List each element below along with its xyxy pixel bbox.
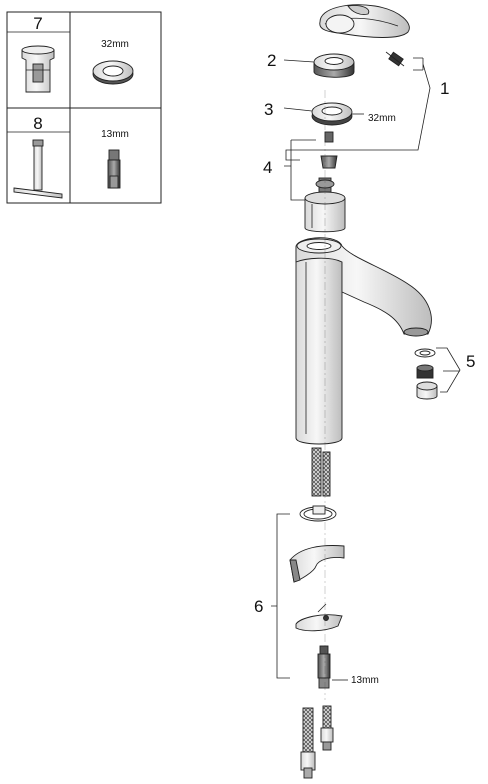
stud-dimension: 13mm (351, 675, 379, 686)
nut-ring-icon (92, 60, 134, 85)
hex-stud-icon (107, 149, 121, 189)
support-half-washer (289, 545, 345, 583)
callout-3: 3 (264, 100, 273, 119)
socket-tool-icon (21, 45, 55, 93)
flexible-hoses (300, 705, 334, 779)
faucet-body (295, 237, 432, 445)
supply-hoses (311, 447, 331, 497)
nut-dimension: 32mm (368, 113, 396, 124)
handle-lever (319, 4, 410, 38)
cover-cap (313, 53, 355, 78)
locking-nut (311, 102, 353, 126)
grub-screw (385, 51, 405, 67)
mounting-plate (295, 603, 343, 632)
tool-8-number: 8 (33, 114, 42, 133)
tool-7-dimension: 32mm (101, 39, 129, 50)
callout-5: 5 (466, 352, 475, 371)
tools-table: 7 8 32mm 13mm (6, 11, 162, 204)
callout-6: 6 (254, 597, 263, 616)
threaded-stud (317, 645, 331, 689)
callout-1: 1 (440, 79, 449, 98)
aerator-set (414, 348, 438, 400)
mounting-gasket (299, 505, 337, 522)
tool-8-dimension: 13mm (101, 129, 129, 140)
callout-2: 2 (267, 51, 276, 70)
tool-7-number: 7 (33, 14, 42, 33)
callout-4: 4 (263, 158, 272, 177)
t-key-tool-icon (13, 139, 63, 199)
